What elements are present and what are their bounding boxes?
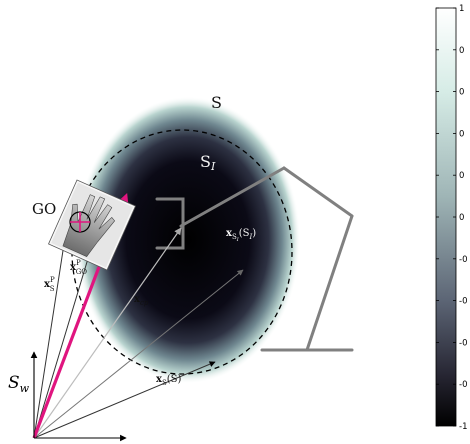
label-vector-xcp: xcp xyxy=(134,294,149,307)
colorbar-ticks: 1 0 0 0 0 0 -0 -0 -0 -0 -1 xyxy=(436,4,467,432)
label-object: GO xyxy=(32,200,56,218)
target-crosshair-icon xyxy=(69,211,91,233)
colorbar-tick-label: 0 xyxy=(459,46,464,56)
vector-xsi xyxy=(33,269,244,439)
vector-xs xyxy=(33,361,216,439)
label-outer-set: S xyxy=(211,93,222,112)
world-frame-axes xyxy=(30,351,127,442)
colorbar-tick-label: 0 xyxy=(459,88,464,98)
colorbar-tick-label: 1 xyxy=(459,4,464,14)
field-heatmap xyxy=(76,97,300,383)
colorbar-tick-label: -0 xyxy=(459,380,467,390)
colorbar-tick-label: -0 xyxy=(459,297,467,307)
vector-xps xyxy=(33,243,67,439)
colorbar-tick-label: -1 xyxy=(459,422,467,432)
colorbar-tick-label: 0 xyxy=(459,171,464,181)
vector-xcp xyxy=(33,227,182,439)
colorbar-tick-label: -0 xyxy=(459,255,467,265)
colorbar: 1 0 0 0 0 0 -0 -0 -0 -0 -1 xyxy=(435,4,467,432)
label-world-frame: Sw xyxy=(8,373,30,395)
colorbar-tick-label: -0 xyxy=(459,338,467,348)
robot-arm xyxy=(155,166,354,352)
vector-xpgo xyxy=(33,231,98,439)
label-vector-xs: xS(S) xyxy=(156,374,182,387)
colorbar-tick-label: 0 xyxy=(459,213,464,223)
colorbar-tick-label: 0 xyxy=(459,129,464,139)
label-inner-set: SI xyxy=(200,152,216,173)
label-vector-xsi: xSI(SI) xyxy=(226,228,256,243)
